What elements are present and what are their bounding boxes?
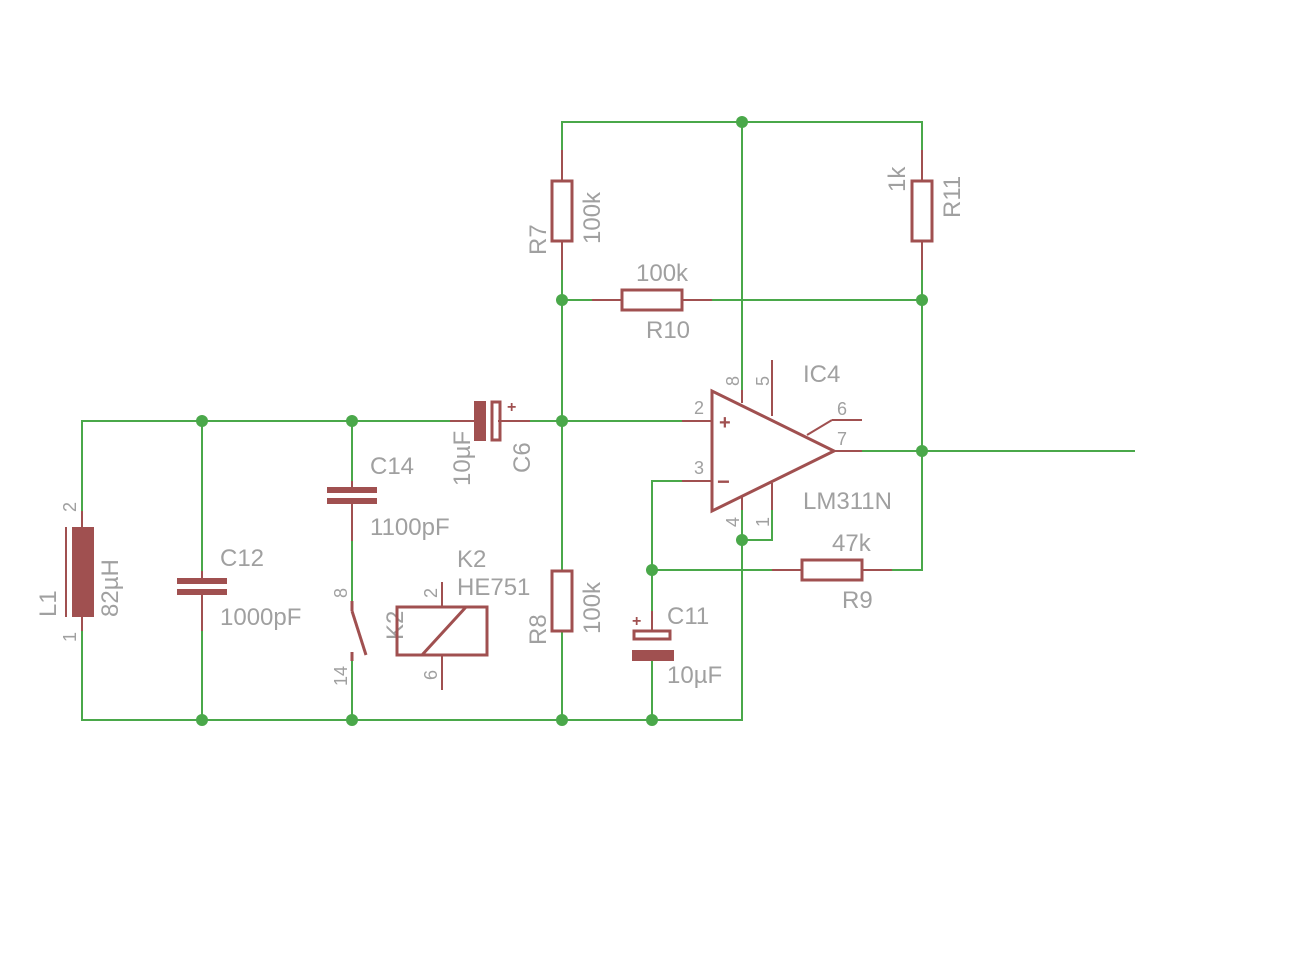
- r8-value-label: 100k: [579, 581, 606, 634]
- r8-body: [550, 569, 574, 633]
- c11-polarity-mark: +: [632, 613, 641, 630]
- r10-value-label: 100k: [636, 260, 689, 287]
- r7-body: [550, 179, 574, 243]
- k2-coil-value-label: HE751: [457, 574, 530, 601]
- junction: [736, 116, 748, 128]
- c12-value-label: 1000pF: [220, 604, 301, 631]
- k2-switch-pin-14: 14: [331, 666, 351, 686]
- c6-polarity-mark: +: [507, 399, 516, 416]
- ic-pin6-diag: [806, 419, 833, 436]
- r9-value-label: 47k: [832, 530, 872, 557]
- junction: [346, 714, 358, 726]
- l1-ref-label: L1: [35, 590, 62, 617]
- resistor-r11[interactable]: 1k R11: [884, 150, 966, 270]
- ic-triangle-body: [710, 388, 838, 514]
- junction: [556, 294, 568, 306]
- junction: [346, 415, 358, 427]
- r7-value-label: 100k: [579, 191, 606, 244]
- c12-plate-bottom: [177, 589, 227, 595]
- c6-plate-positive: [490, 400, 502, 442]
- r10-body: [620, 288, 684, 312]
- capacitor-c6[interactable]: + 10µF C6: [449, 399, 536, 486]
- c6-ref-label: C6: [509, 442, 536, 473]
- c11-value-label: 10µF: [667, 662, 722, 689]
- resistor-r9[interactable]: 47k R9: [772, 530, 892, 614]
- k2-coil-pin-6: 6: [421, 670, 441, 680]
- capacitor-c14[interactable]: C14 1100pF: [327, 453, 450, 541]
- junction: [196, 415, 208, 427]
- c11-ref-label: C11: [667, 603, 709, 630]
- junction: [196, 714, 208, 726]
- junction: [916, 294, 928, 306]
- ic-value-label: LM311N: [803, 488, 892, 515]
- ic-pin-8-label: 8: [723, 376, 743, 386]
- c12-ref-label: C12: [220, 545, 264, 572]
- r11-value-label: 1k: [884, 166, 911, 192]
- junction: [736, 534, 748, 546]
- c11-plate-negative: [632, 650, 674, 661]
- ic-pin-6-label: 6: [837, 399, 847, 419]
- r11-ref-label: R11: [939, 176, 966, 218]
- c11-plate-positive: [632, 629, 672, 641]
- c12-plate-top: [177, 578, 227, 584]
- r8-ref-label: R8: [525, 614, 552, 645]
- k2-coil-diagonal: [420, 605, 468, 657]
- l1-pin-1: 1: [60, 632, 80, 642]
- k2-coil-body: [395, 605, 489, 657]
- ic-pin-7-label: 7: [837, 429, 847, 449]
- ic-pin-5-label: 5: [753, 376, 773, 386]
- k2-switch-blade: [350, 610, 368, 656]
- c14-ref-label: C14: [370, 453, 414, 480]
- r11-body: [910, 179, 934, 243]
- c14-value-label: 1100pF: [370, 514, 450, 541]
- junctions: [196, 116, 928, 726]
- junction: [556, 415, 568, 427]
- r9-body: [800, 558, 864, 582]
- c14-plate-bottom: [327, 498, 377, 504]
- ic-pin-3-label: 3: [694, 458, 704, 478]
- c6-value-label: 10µF: [449, 431, 476, 486]
- ic-minus-sign: −: [717, 469, 730, 494]
- junction: [916, 445, 928, 457]
- junction: [556, 714, 568, 726]
- l1-body: [72, 527, 94, 617]
- relay-k2-coil[interactable]: 2 6 K2 HE751: [395, 546, 530, 690]
- c6-plate-negative: [474, 401, 486, 441]
- k2-coil-pin-2: 2: [421, 588, 441, 598]
- l1-value-label: 82µH: [97, 559, 124, 617]
- wire-ic-pin1: [741, 509, 773, 541]
- c14-plate-top: [327, 487, 377, 493]
- ic-lm311n[interactable]: + − 2 3 8 5 4 1 6 7 IC4 LM311N: [682, 360, 892, 527]
- ic-plus-sign: +: [719, 412, 731, 434]
- junction: [646, 714, 658, 726]
- junction: [646, 564, 658, 576]
- r10-ref-label: R10: [646, 317, 690, 344]
- resistor-r7[interactable]: R7 100k: [525, 150, 606, 270]
- capacitor-c12[interactable]: C12 1000pF: [177, 545, 301, 631]
- inductor-l1[interactable]: 2 1 L1 82µH: [35, 502, 124, 642]
- k2-switch-pin-8: 8: [331, 588, 351, 598]
- r7-ref-label: R7: [525, 224, 552, 255]
- resistor-r10[interactable]: 100k R10: [592, 260, 712, 344]
- l1-pin-2: 2: [60, 502, 80, 512]
- r9-ref-label: R9: [842, 587, 873, 614]
- ic-pin-2-label: 2: [694, 398, 704, 418]
- ic-ref-label: IC4: [803, 361, 840, 388]
- wire-ic-pin3: [651, 480, 683, 612]
- resistor-r8[interactable]: R8 100k: [525, 569, 606, 645]
- capacitor-c11[interactable]: + C11 10µF: [632, 603, 722, 689]
- ic-pin-4-label: 4: [723, 517, 743, 527]
- k2-coil-ref-label: K2: [457, 546, 486, 573]
- ic-pin-1-label: 1: [753, 517, 773, 527]
